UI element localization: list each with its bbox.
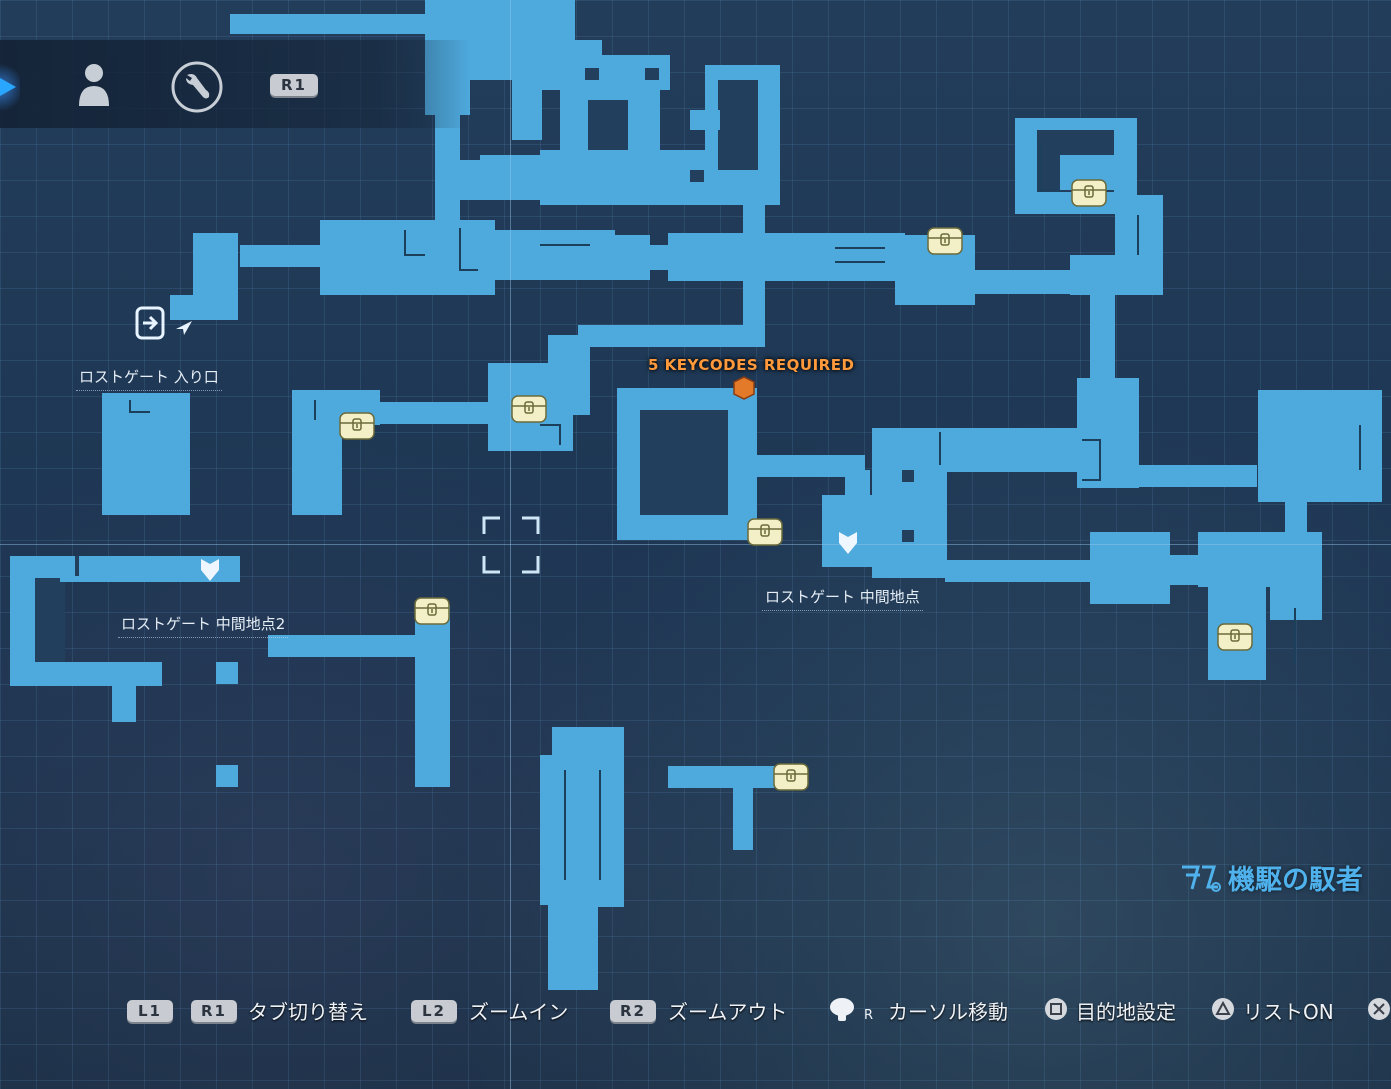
treasure-chest-icon[interactable] — [511, 394, 547, 424]
hint-list-on: リストON — [1243, 1000, 1334, 1024]
area-emblem-icon — [1182, 865, 1221, 892]
hint-move-cursor: カーソル移動 — [888, 1000, 1008, 1024]
wrench-icon[interactable] — [170, 60, 224, 114]
label-lostgate-entrance: ロストゲート 入り口 — [76, 366, 222, 391]
treasure-chest-icon[interactable] — [773, 762, 809, 792]
midpoint2-marker-icon[interactable] — [199, 557, 221, 583]
treasure-chest-icon[interactable] — [1217, 622, 1253, 652]
treasure-chest-icon[interactable] — [414, 596, 450, 626]
hint-zoom-out: ズームアウト — [668, 1000, 788, 1024]
l1-button[interactable]: L1 — [127, 1000, 173, 1022]
label-lostgate-midpoint2: ロストゲート 中間地点2 — [118, 613, 289, 638]
map-arrow-icon[interactable] — [0, 78, 16, 96]
label-lostgate-midpoint: ロストゲート 中間地点 — [762, 586, 923, 611]
treasure-chest-icon[interactable] — [339, 411, 375, 441]
area-title-text: 機駆の馭者 — [1228, 865, 1363, 896]
treasure-chest-icon[interactable] — [1071, 178, 1107, 208]
hint-switch-tab: タブ切り替え — [248, 1000, 368, 1024]
cursor-vertical-line — [510, 0, 511, 1089]
keycodes-required-label: 5 KEYCODES REQUIRED — [648, 356, 855, 374]
cursor-horizontal-line — [0, 544, 1391, 545]
stick-r-label: R — [864, 1008, 874, 1023]
hint-zoom-in: ズームイン — [469, 1000, 569, 1024]
map-cursor-reticle[interactable] — [482, 516, 540, 574]
r1-tab-button[interactable]: R1 — [270, 74, 318, 96]
r1-button[interactable]: R1 — [191, 1000, 237, 1022]
treasure-chest-icon[interactable] — [747, 517, 783, 547]
entrance-gate-icon[interactable] — [134, 305, 198, 341]
square-button-icon[interactable] — [1044, 997, 1068, 1021]
hint-set-destination: 目的地設定 — [1076, 1000, 1176, 1024]
right-stick-icon — [830, 998, 854, 1021]
keycode-door-icon[interactable] — [733, 376, 755, 400]
map-rooms — [10, 0, 1382, 990]
person-icon[interactable] — [76, 62, 112, 108]
l2-button[interactable]: L2 — [411, 1000, 457, 1022]
triangle-button-icon[interactable] — [1211, 997, 1235, 1021]
map-walls — [129, 140, 1361, 880]
tab-bar — [0, 40, 470, 128]
r2-button[interactable]: R2 — [610, 1000, 656, 1022]
midpoint-marker-icon[interactable] — [837, 530, 859, 556]
cross-button-icon[interactable] — [1367, 997, 1391, 1021]
area-title: 機駆の馭者 — [1180, 858, 1363, 897]
treasure-chest-icon[interactable] — [927, 226, 963, 256]
